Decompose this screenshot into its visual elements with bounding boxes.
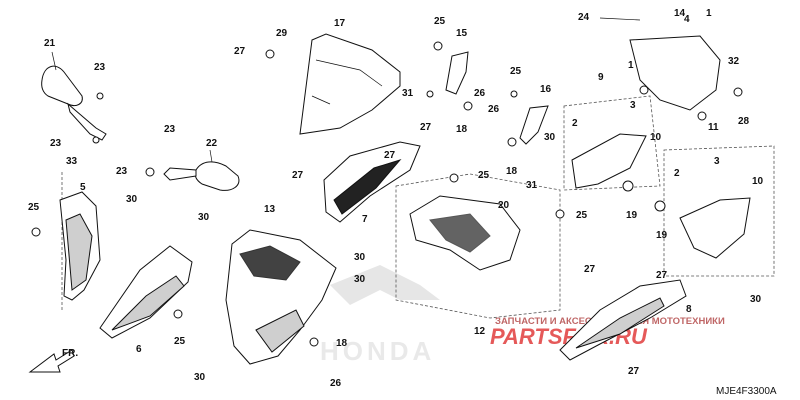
callout-27-c: 27 xyxy=(420,122,432,133)
callout-labels: 21 23 23 23 23 22 33 5 25 30 6 25 30 13 … xyxy=(28,8,764,389)
callout-23-b: 23 xyxy=(50,138,62,149)
callout-12: 12 xyxy=(474,326,486,337)
callout-29: 29 xyxy=(276,28,288,39)
callout-26-c: 26 xyxy=(488,104,500,115)
callout-19-a: 19 xyxy=(626,210,638,221)
callout-10-b: 10 xyxy=(752,176,764,187)
direction-label: FR. xyxy=(62,348,78,359)
inner-box-right xyxy=(563,95,661,191)
callout-30-b: 30 xyxy=(198,212,210,223)
callout-30-g: 30 xyxy=(750,294,762,305)
callout-7: 7 xyxy=(362,214,368,225)
callout-25-a: 25 xyxy=(28,202,40,213)
meter-bracket xyxy=(599,17,721,121)
callout-13: 13 xyxy=(264,204,276,215)
fairing-right xyxy=(559,279,687,361)
callout-33: 33 xyxy=(66,156,78,167)
side-fairing xyxy=(99,245,193,339)
callout-24: 24 xyxy=(578,12,590,23)
callout-27-d: 27 xyxy=(384,150,396,161)
callout-15: 15 xyxy=(456,28,468,39)
callout-19-b: 19 xyxy=(656,230,668,241)
windscreen xyxy=(299,33,401,135)
callout-9: 9 xyxy=(598,72,604,83)
callout-18-b: 18 xyxy=(456,124,468,135)
callout-14: 14 xyxy=(674,8,686,19)
stay-16 xyxy=(519,105,549,145)
callout-31-a: 31 xyxy=(402,88,414,99)
callout-27-e: 27 xyxy=(584,264,596,275)
callout-3-a: 3 xyxy=(630,100,636,111)
callout-27-b: 27 xyxy=(234,46,246,57)
callout-20: 20 xyxy=(498,200,510,211)
callout-30-c: 30 xyxy=(354,252,366,263)
callout-11: 11 xyxy=(708,122,719,133)
callout-18-a: 18 xyxy=(336,338,348,349)
callout-26-a: 26 xyxy=(330,378,342,389)
stay-15 xyxy=(445,51,469,95)
callout-30-a: 30 xyxy=(126,194,138,205)
callout-25-f: 25 xyxy=(576,210,588,221)
callout-32: 32 xyxy=(728,56,740,67)
cowl-stay xyxy=(395,173,561,319)
inner-panel xyxy=(323,141,421,223)
callout-25-e: 25 xyxy=(510,66,522,77)
callout-30-d: 30 xyxy=(354,274,366,285)
callout-27-f: 27 xyxy=(656,270,668,281)
callout-30-e: 30 xyxy=(194,372,206,383)
mirror-right xyxy=(163,149,240,191)
inner-cover-left xyxy=(59,172,101,310)
callout-25-c: 25 xyxy=(478,170,490,181)
callout-25-d: 25 xyxy=(434,16,446,27)
callout-10-a: 10 xyxy=(650,132,662,143)
callout-2-b: 2 xyxy=(674,168,680,179)
callout-23-c: 23 xyxy=(164,124,176,135)
callout-30-f: 30 xyxy=(544,132,556,143)
callout-23-a: 23 xyxy=(94,62,106,73)
callout-1-b: 1 xyxy=(628,60,634,71)
callout-17: 17 xyxy=(334,18,346,29)
callout-22: 22 xyxy=(206,138,218,149)
callout-5: 5 xyxy=(80,182,86,193)
callout-1-a: 1 xyxy=(706,8,712,19)
callout-27-a: 27 xyxy=(292,170,304,181)
mirror-left xyxy=(41,51,107,141)
front-direction-arrow: FR. xyxy=(28,348,78,373)
upper-cowl xyxy=(225,229,337,365)
inner-box-far-right xyxy=(663,145,775,277)
callout-25-b: 25 xyxy=(174,336,186,347)
diagram-code: MJE4F3300A xyxy=(716,386,777,397)
honda-watermark: HONDA xyxy=(320,265,440,366)
callout-18-c: 18 xyxy=(506,166,518,177)
callout-26-b: 26 xyxy=(474,88,486,99)
callout-8: 8 xyxy=(686,304,692,315)
callout-27-g: 27 xyxy=(628,366,640,377)
callout-28: 28 xyxy=(738,116,750,127)
callout-3-b: 3 xyxy=(714,156,720,167)
callout-6: 6 xyxy=(136,344,142,355)
callout-2-a: 2 xyxy=(572,118,578,129)
callout-4: 4 xyxy=(684,14,690,25)
callout-23-d: 23 xyxy=(116,166,128,177)
callout-16: 16 xyxy=(540,84,552,95)
callout-21: 21 xyxy=(44,38,56,49)
fasteners xyxy=(31,41,743,347)
callout-31-b: 31 xyxy=(526,180,538,191)
brand-watermark-text: HONDA xyxy=(320,336,435,366)
